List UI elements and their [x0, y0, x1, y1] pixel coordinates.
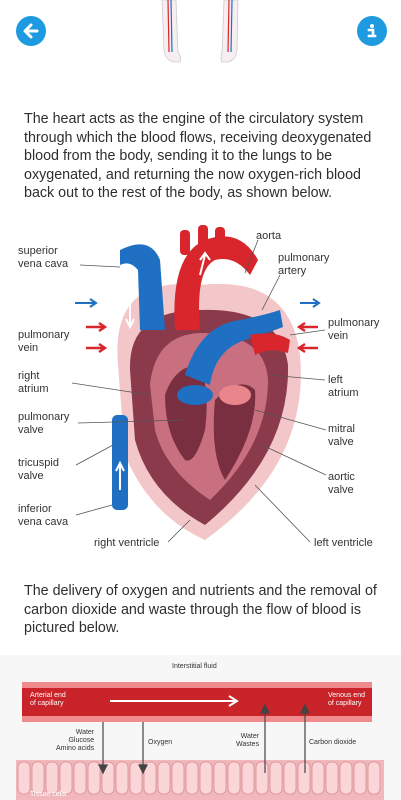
label-pulmonary-vein-left: pulmonary vein [18, 329, 70, 354]
label-water-glucose: Water Glucose Amino acids [56, 729, 95, 752]
label-right-atrium: right atrium [18, 370, 49, 395]
label-interstitial-fluid: Interstitial fluid [172, 663, 217, 670]
label-arterial-end: Arterial end of capillary [30, 692, 66, 707]
info-button[interactable] [357, 16, 387, 46]
label-venous-end: Venous end of capillary [328, 692, 365, 707]
label-water-wastes: Water Wastes [236, 733, 260, 748]
label-pulmonary-vein-right: pulmonary vein [328, 317, 380, 342]
info-icon [367, 24, 377, 38]
arrow-left-icon [23, 23, 39, 39]
label-pulmonary-valve: pulmonary valve [18, 411, 70, 436]
top-bar [0, 0, 401, 70]
capillary-diagram: Interstitial fluid Arterial end of capil… [0, 655, 401, 800]
label-aorta: aorta [256, 230, 282, 242]
label-tissue-cells: Tissue cells [30, 791, 67, 798]
heart-diagram: superior vena cava pulmonary vein right … [0, 215, 401, 560]
label-superior-vena-cava: superior vena cava [18, 245, 69, 270]
label-mitral-valve: mitral valve [328, 423, 355, 448]
label-aortic-valve: aortic valve [328, 471, 355, 496]
label-pulmonary-artery: pulmonary artery [278, 252, 330, 277]
label-tricuspid-valve: tricuspid valve [18, 457, 59, 482]
label-left-ventricle: left ventricle [314, 537, 373, 549]
delivery-paragraph: The delivery of oxygen and nutrients and… [24, 583, 377, 637]
back-button[interactable] [16, 16, 46, 46]
label-oxygen: Oxygen [148, 739, 173, 746]
capillary-illustration [16, 682, 384, 800]
label-carbon-dioxide: Carbon dioxide [309, 739, 357, 746]
heart-illustration [71, 225, 327, 543]
intro-paragraph: The heart acts as the engine of the circ… [24, 111, 372, 202]
body-legs-illustration [161, 0, 239, 63]
label-inferior-vena-cava: inferior vena cava [18, 503, 69, 528]
label-left-atrium: left atrium [328, 374, 359, 399]
label-right-ventricle: right ventricle [94, 537, 160, 549]
